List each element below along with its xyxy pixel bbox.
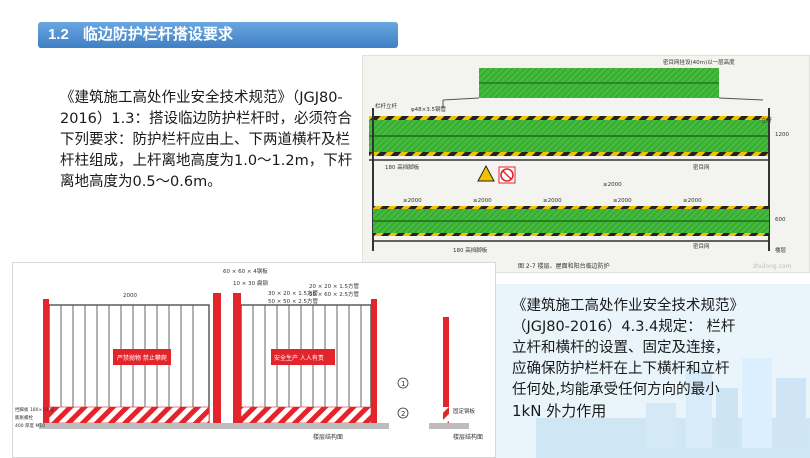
label-toe-board-2: 180 高挡脚板 — [453, 246, 488, 254]
label-post-right: 立杆 — [761, 116, 773, 124]
prohibition-sign-icon — [500, 168, 514, 182]
dim-2: ≥2000 — [473, 198, 492, 204]
section-number: 1.2 — [48, 26, 69, 43]
caution-sign-icon — [477, 164, 495, 182]
label-l2: 30 × 20 × 1.5方管 — [268, 289, 318, 297]
label-floor-struct: 楼层结构面 — [313, 433, 343, 441]
info-panel — [496, 284, 810, 458]
post-right — [371, 299, 377, 423]
edge-protection-drawing: 栏杆立杆 φ48×3.5钢管 立杆 密目网挂设(40m)以一层高度 180 高挡… — [362, 55, 810, 273]
label-dense-mesh-2: 密目网 — [693, 242, 710, 250]
para2-line-4: 应确保防护栏杆在上下横杆和立杆 — [512, 361, 730, 377]
para2-line-5: 任何处,均能承受任何方向的最小 — [512, 382, 720, 398]
sign-right-text: 安全生产 人人有责 — [274, 354, 324, 362]
sign-left — [113, 349, 171, 365]
label-toe-board: 180 高挡脚板 — [385, 163, 420, 171]
label-fixed-plate: 固定钢板 — [453, 407, 476, 415]
toe-board-left — [48, 406, 210, 424]
label-dense-mesh: 密目网 — [693, 163, 710, 171]
label-l1: 10 × 30 扁钢 — [233, 279, 268, 287]
floor-slab — [39, 423, 389, 429]
label-floor: 楼层 — [775, 246, 787, 254]
callout-2-text: 2 — [401, 410, 405, 418]
post-mid-2 — [233, 293, 241, 423]
para2-line-2: （JGJ80-2016）4.3.4规定： 栏杆 — [512, 319, 736, 335]
para2-line-3: 立杆和横杆的设置、固定及连接， — [512, 340, 730, 356]
label-note-3: 400 厚度 M10 — [15, 422, 45, 429]
regulation-text-1: 《建筑施工高处作业安全技术规范》（JGJ80-2016）1.3：搭设临边防护栏杆… — [60, 90, 353, 190]
callout-1 — [397, 377, 409, 389]
post-side — [443, 317, 449, 425]
toe-board-right — [240, 406, 372, 424]
callout-2 — [397, 407, 409, 419]
label-top-pipe: 60 × 60 × 4钢板 — [223, 267, 268, 275]
label-dim: 2000 — [123, 293, 137, 299]
label-rail-post: 栏杆立杆 — [375, 102, 398, 110]
railing-bars-right — [252, 305, 362, 423]
callout-1-text: 1 — [401, 380, 405, 388]
edge-protection-svg: 栏杆立杆 φ48×3.5钢管 立杆 密目网挂设(40m)以一层高度 180 高挡… — [369, 58, 792, 270]
section-title: 1.2 临边防护栏杆搭设要求 — [38, 22, 398, 48]
dim-6: ≥2000 — [603, 182, 622, 188]
drawing-caption: 图 2-7 楼层、屋面和阳台临边防护 — [518, 262, 610, 270]
label-note-1: 挡脚板 180×18 厚 — [15, 406, 54, 413]
city-skyline-icon — [536, 358, 810, 458]
height-1: 1200 — [775, 132, 789, 138]
label-mesh-note: 密目网挂设(40m)以一层高度 — [663, 58, 735, 66]
para2-line-1: 《建筑施工高处作业安全技术规范》 — [512, 298, 744, 314]
label-pipe: φ48×3.5钢管 — [411, 105, 446, 113]
label-l4: 20 × 20 × 1.5方管 — [309, 282, 359, 290]
post-mid — [213, 293, 221, 423]
railing-elevation-drawing: 严禁抛物 禁止攀爬 安全生产 人人有责 1 2 60 × 60 × 4钢板 10… — [12, 262, 496, 458]
sign-left-text: 严禁抛物 禁止攀爬 — [117, 354, 167, 362]
dim-3: ≥2000 — [543, 198, 562, 204]
label-floor-struct-2: 楼层结构面 — [453, 433, 483, 441]
dim-1: ≥2000 — [403, 198, 422, 204]
para2-line-6: 1kN 外力作用 — [512, 402, 607, 420]
label-note-2: 膨胀螺栓 — [15, 414, 33, 421]
height-2: 600 — [775, 217, 786, 223]
label-l5: 60 × 60 × 2.5方管 — [309, 290, 359, 298]
post-left — [43, 299, 49, 423]
watermark: zhulong.com — [753, 263, 792, 270]
sign-right — [271, 349, 335, 365]
dim-5: ≥2000 — [683, 198, 702, 204]
regulation-text-2: 《建筑施工高处作业安全技术规范》 （JGJ80-2016）4.3.4规定： 栏杆… — [512, 296, 802, 422]
dim-4: ≥2000 — [613, 198, 632, 204]
section-title-text: 临边防护栏杆搭设要求 — [82, 26, 233, 43]
railing-elevation-svg: 严禁抛物 禁止攀爬 安全生产 人人有责 1 2 60 × 60 × 4钢板 10… — [15, 267, 483, 441]
label-l3: 50 × 50 × 2.5方管 — [268, 297, 318, 305]
